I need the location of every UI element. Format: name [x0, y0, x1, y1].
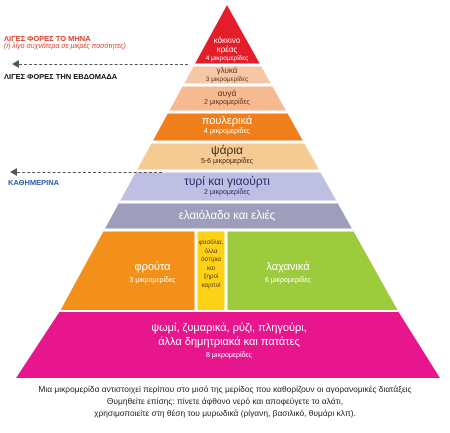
tier-sweets-label: γλυκά 3 μικρομερίδες [205, 66, 249, 83]
tier-vegetables-label: λαχανικά 6 μικρομερίδες [265, 261, 311, 284]
frequency-monthly-label: ΛΙΓΕΣ ΦΟΡΕΣ ΤΟ ΜΗΝΑ [4, 34, 91, 43]
frequency-weekly-label: ΛΙΓΕΣ ΦΟΡΕΣ ΤΗΝ ΕΒΔΟΜΑΔΑ [4, 72, 118, 81]
tier-olive-oil-label: ελαιόλαδο και ελιές [178, 210, 276, 222]
frequency-daily-arrow [10, 168, 162, 176]
tier-fruits-label: φρούτα 3 μικρομερίδες [129, 261, 176, 284]
footer-line-2: Θυμηθείτε επίσης: πίνετε άφθονο νερό και… [106, 396, 344, 406]
frequency-daily-label: ΚΑΘΗΜΕΡΙΝΑ [8, 178, 60, 187]
footer-line-3: χρησιμοποιείτε στη θέση του μυρωδικά (ρί… [94, 408, 356, 418]
tier-poultry-label: πουλερικά 4 μικρομερίδες [201, 115, 253, 135]
footer-notes: Μια μικρομερίδα αντιστοιχεί περίπου στο … [0, 383, 450, 419]
tier-dairy-label: τυρί και γιαούρτι 2 μικρομερίδες [184, 174, 270, 196]
tier-grains-band [16, 311, 440, 378]
tier-legumes-band [196, 230, 226, 310]
footer-line-1: Μια μικρομερίδα αντιστοιχεί περίπου στο … [38, 384, 412, 394]
tier-red-meat-label: κόκκινο κρέας 4 μικρομερίδες [205, 36, 249, 62]
frequency-monthly-note: (ή λίγο συχνότερα σε μικρές ποσότητες) [4, 43, 126, 50]
tier-grains-label: ψωμί, ζυμαρικά, ρύζι, πληγούρι, άλλα δημ… [151, 322, 307, 359]
tier-legumes-label: φασόλια, όλλα όσπρια και ξηροί καρποί [198, 239, 224, 289]
tier-fish-label: ψάρια 5-6 μικρομερίδες [200, 143, 254, 166]
frequency-monthly-arrow [12, 60, 188, 68]
tier-eggs-label: αυγά 2 μικρομερίδες [204, 88, 250, 106]
